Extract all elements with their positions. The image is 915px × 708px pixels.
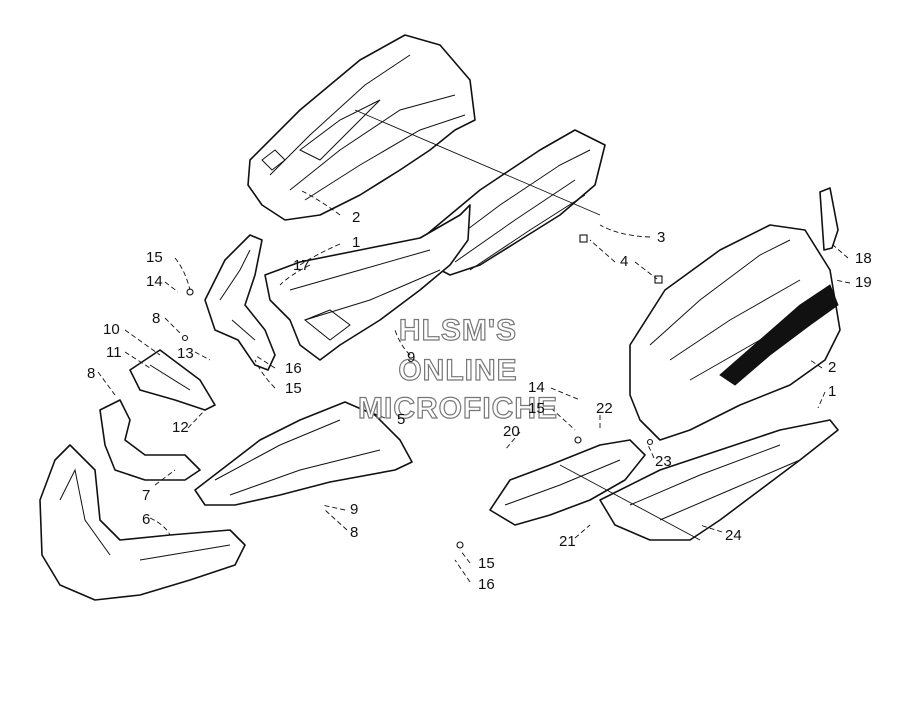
callout-16-lower: 16 bbox=[478, 576, 495, 593]
hood-pan-upper bbox=[247, 34, 476, 221]
callout-20: 20 bbox=[503, 423, 520, 440]
callout-2-right: 2 bbox=[828, 359, 836, 376]
callout-1-right: 1 bbox=[828, 383, 836, 400]
belly-pan-right bbox=[599, 419, 839, 541]
callout-22: 22 bbox=[596, 400, 613, 417]
callout-13: 13 bbox=[177, 345, 194, 362]
side-rail-right bbox=[489, 439, 646, 526]
watermark-line-3: MICROFICHE bbox=[358, 392, 558, 425]
callout-6: 6 bbox=[142, 511, 150, 528]
callout-7: 7 bbox=[142, 487, 150, 504]
front-lower-bracket bbox=[99, 399, 201, 481]
callout-9-upper: 9 bbox=[407, 349, 415, 366]
callout-2-upper: 2 bbox=[352, 209, 360, 226]
hardware bbox=[181, 187, 839, 549]
callout-15-lower: 15 bbox=[478, 555, 495, 572]
callout-8-lower: 8 bbox=[350, 524, 358, 541]
callout-24: 24 bbox=[725, 527, 742, 544]
callout-3: 3 bbox=[657, 229, 665, 246]
belly-pan-left bbox=[264, 204, 471, 361]
callout-16-left: 16 bbox=[285, 360, 302, 377]
nose-cone bbox=[39, 444, 246, 601]
watermark: HLSM'S ONLINE MICROFICHE bbox=[357, 313, 558, 425]
watermark-line-1: HLSM'S bbox=[399, 314, 517, 347]
callout-14-right: 14 bbox=[528, 379, 545, 396]
front-bracket bbox=[204, 234, 276, 371]
callout-12: 12 bbox=[172, 419, 189, 436]
callout-17: 17 bbox=[293, 257, 310, 274]
callout-15-left: 15 bbox=[285, 380, 302, 397]
callout-14-upper-left: 14 bbox=[146, 273, 163, 290]
callout-18: 18 bbox=[855, 250, 872, 267]
leader-lines bbox=[97, 109, 851, 583]
callout-15-right: 15 bbox=[528, 400, 545, 417]
callout-8-upper: 8 bbox=[152, 310, 160, 327]
floor-plate bbox=[194, 401, 413, 506]
front-plate bbox=[129, 349, 216, 411]
callout-19: 19 bbox=[855, 274, 872, 291]
callout-4: 4 bbox=[620, 253, 628, 270]
callout-21: 21 bbox=[559, 533, 576, 550]
hood-right bbox=[629, 224, 841, 441]
callout-10: 10 bbox=[103, 321, 120, 338]
callout-23: 23 bbox=[655, 453, 672, 470]
callout-9-lower: 9 bbox=[350, 501, 358, 518]
callout-11: 11 bbox=[106, 344, 122, 361]
callout-15-upper-left: 15 bbox=[146, 249, 163, 266]
callout-1-upper: 1 bbox=[352, 234, 360, 251]
callout-5: 5 bbox=[397, 411, 405, 428]
callout-8-left: 8 bbox=[87, 365, 95, 382]
callouts: 2 1 17 15 14 8 10 11 13 16 15 9 8 12 5 7… bbox=[87, 209, 872, 593]
watermark-line-2: ONLINE bbox=[398, 354, 517, 387]
